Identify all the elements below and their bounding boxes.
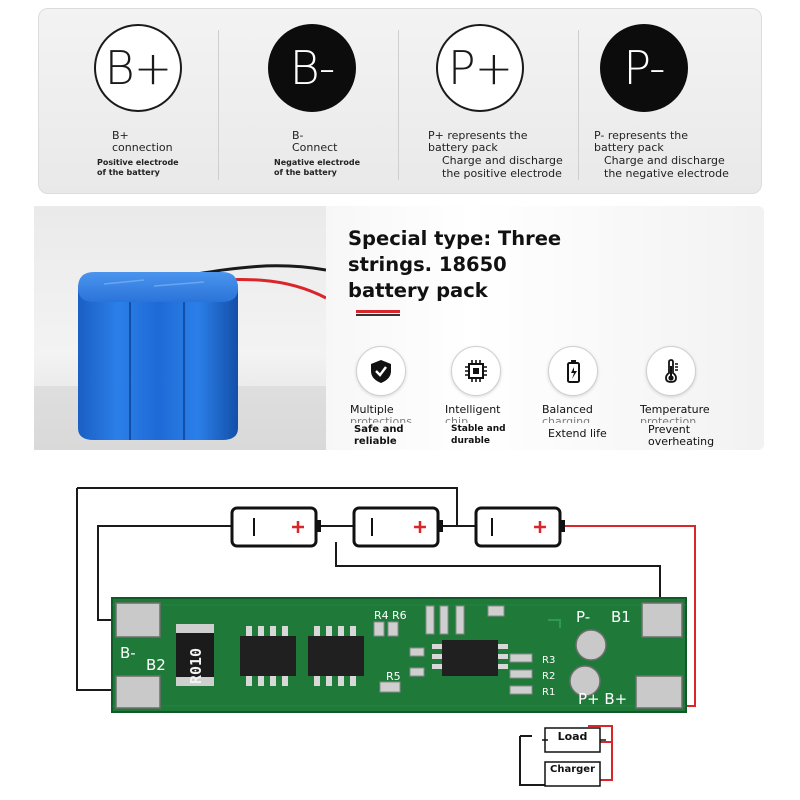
terminal-desc: Charge and discharge: [442, 154, 563, 167]
battery-cell: [474, 506, 565, 548]
terminal-desc: Negative electrode: [274, 158, 360, 167]
wiring-diagram: [76, 487, 696, 787]
terminal-desc: of the battery: [274, 168, 337, 177]
label-r6: R6: [392, 609, 407, 622]
feature-sub: Safe and: [354, 424, 404, 435]
feature-title: protection: [640, 416, 697, 423]
p-minus-terminal-icon: P-: [600, 24, 688, 112]
resistor-r010: R010: [174, 636, 218, 696]
feature-title: Balanced: [542, 403, 593, 416]
load-box: [542, 727, 606, 753]
terminal-symbol: B-: [289, 41, 336, 95]
headline-underline-dark: [356, 314, 400, 316]
label-r4: R4: [374, 609, 389, 622]
terminal-desc: the positive electrode: [442, 167, 562, 180]
label-p-plus-b-plus: P+ B+: [578, 690, 628, 708]
resistor-code: R010: [187, 647, 205, 685]
battery-charge-icon: [548, 346, 598, 396]
headline-underline-red: [356, 310, 400, 313]
panel-divider: [578, 30, 579, 180]
feature-sub: Prevent: [648, 423, 691, 436]
terminal-label: P- represents the: [594, 129, 688, 142]
charger-label: Charger: [549, 764, 595, 775]
feature-title: charging: [542, 416, 591, 423]
feature-title: Intelligent: [445, 403, 501, 416]
p-plus-terminal-icon: P+: [436, 24, 524, 112]
terminal-desc: Charge and discharge: [604, 154, 725, 167]
panel-divider: [218, 30, 219, 180]
terminal-label: battery pack: [428, 141, 498, 154]
terminal-label: B+: [112, 129, 129, 142]
terminal-desc: of the battery: [97, 168, 160, 177]
feature-sub: durable: [451, 436, 490, 446]
load-label: Load: [557, 730, 588, 743]
label-r2: R2: [542, 671, 556, 682]
terminal-label: battery pack: [594, 141, 664, 154]
battery-cell: [230, 506, 321, 548]
shield-check-icon: [356, 346, 406, 396]
feature-sub: Extend life: [548, 427, 607, 440]
b-plus-terminal-icon: B+: [94, 24, 182, 112]
headline-line: Special type: Three: [348, 227, 562, 250]
feature-title: Temperature: [640, 403, 710, 416]
battery-pack-image: [34, 264, 327, 450]
terminal-symbol: P-: [623, 41, 665, 95]
chip-icon: [451, 346, 501, 396]
label-b-minus: B-: [120, 644, 136, 662]
protection-pcb: [111, 597, 687, 713]
terminal-symbol: P+: [447, 41, 513, 95]
feature-sub: overheating: [648, 435, 715, 448]
product-headline: Special type: Three strings. 18650 batte…: [348, 226, 608, 304]
battery-cell: [352, 506, 443, 548]
terminal-label: P+ represents the: [428, 129, 528, 142]
feature-sub: Stable and: [451, 424, 506, 434]
feature-title: Multiple: [350, 403, 394, 416]
terminal-symbol: B+: [104, 41, 173, 95]
label-r5: R5: [386, 670, 401, 683]
feature-sub: reliable: [354, 436, 397, 447]
terminal-label: connection: [112, 141, 173, 154]
feature-title: chip: [445, 416, 469, 423]
terminal-desc: the negative electrode: [604, 167, 729, 180]
charger-box: [544, 761, 601, 787]
panel-divider: [398, 30, 399, 180]
feature-title: protections: [350, 416, 412, 423]
headline-line: battery pack: [348, 279, 488, 302]
label-b2: B2: [146, 656, 166, 674]
product-photo: [34, 206, 327, 450]
terminal-label: Connect: [292, 141, 338, 154]
b-minus-terminal-icon: B-: [268, 24, 356, 112]
label-r1: R1: [542, 687, 556, 698]
label-b1: B1: [611, 608, 631, 626]
thermometer-icon: [646, 346, 696, 396]
label-r3: R3: [542, 655, 556, 666]
label-p-minus: P-: [576, 608, 591, 626]
headline-line: strings. 18650: [348, 253, 507, 276]
terminal-desc: Positive electrode: [97, 158, 179, 167]
terminal-label: B-: [292, 129, 304, 142]
